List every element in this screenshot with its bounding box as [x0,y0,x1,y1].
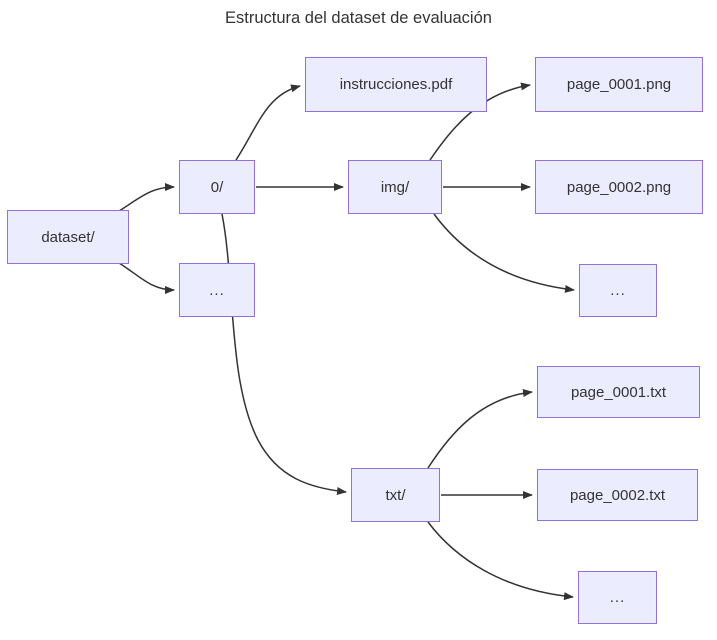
node-folder-0: 0/ [179,160,255,214]
node-page-0001-txt: page_0001.txt [537,366,700,418]
edge-0-to-txt [221,213,347,495]
node-instrucciones-pdf-label: instrucciones.pdf [339,76,453,93]
node-instrucciones-pdf: instrucciones.pdf [305,57,487,112]
edge-dataset-to-0 [118,183,175,212]
node-ellipsis-txt-label: ... [609,589,626,606]
node-page-0001-png-label: page_0001.png [566,76,672,93]
node-page-0002-txt: page_0002.txt [537,469,698,521]
node-img-dir: img/ [348,160,442,214]
node-ellipsis-img-label: ... [610,282,626,299]
node-folder-0-label: 0/ [210,178,224,196]
node-txt-dir: txt/ [351,468,440,522]
node-txt-dir-label: txt/ [385,486,406,504]
node-dataset: dataset/ [7,210,129,264]
edge-txt-to-page0001txt [427,389,533,469]
node-ellipsis-dataset-label: ... [209,281,225,299]
node-page-0002-png: page_0002.png [535,160,703,214]
node-page-0002-txt-label: page_0002.txt [569,486,666,504]
node-ellipsis-dataset: ... [179,263,255,317]
node-dataset-label: dataset/ [41,228,95,246]
edge-0-to-instrucciones [235,84,301,161]
node-page-0001-png: page_0001.png [535,57,703,112]
node-page-0002-png-label: page_0002.png [566,178,672,196]
node-ellipsis-img: ... [579,264,657,317]
node-page-0001-txt-label: page_0001.txt [570,383,667,401]
edge-dataset-to-dots [118,262,175,294]
diagram-title: Estructura del dataset de evaluación [225,9,492,27]
edge-img-to-dots [433,213,575,293]
edge-txt-to-dots [427,521,574,601]
node-ellipsis-txt: ... [578,571,657,624]
node-img-dir-label: img/ [380,178,410,196]
edge-img-to-page0001png [429,82,531,161]
